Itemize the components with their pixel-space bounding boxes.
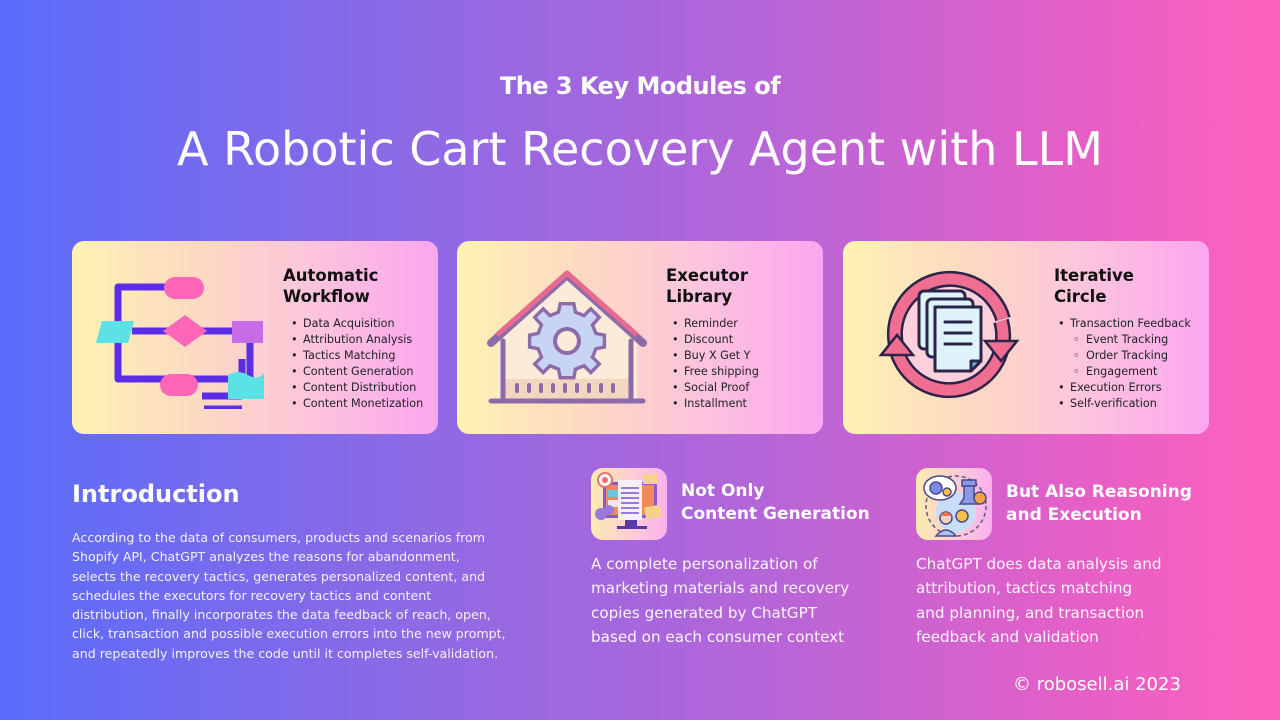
slide-title: A Robotic Cart Recovery Agent with LLM xyxy=(177,122,1103,176)
introduction-heading: Introduction xyxy=(72,480,240,508)
feature-description: A complete personalization of marketing … xyxy=(591,555,850,646)
module-item-list: Reminder Discount Buy X Get Y Free shipp… xyxy=(672,316,759,412)
module-card-executor-library: Executor Library Reminder Discount Buy X… xyxy=(457,241,823,434)
list-item: Reminder xyxy=(672,316,759,332)
list-subitem: Engagement xyxy=(1058,364,1191,380)
list-item: Installment xyxy=(672,396,759,412)
list-item: Buy X Get Y xyxy=(672,348,759,364)
module-item-list: Transaction Feedback Event Tracking Orde… xyxy=(1058,316,1191,412)
feature-description: ChatGPT does data analysis and attributi… xyxy=(916,555,1162,646)
content-generation-icon xyxy=(591,468,667,540)
slide-subtitle: The 3 Key Modules of xyxy=(499,72,781,100)
flowchart-icon xyxy=(92,269,272,413)
list-item: Discount xyxy=(672,332,759,348)
cycle-documents-icon xyxy=(863,269,1043,409)
module-card-automatic-workflow: Automatic Workflow Data Acquisition Attr… xyxy=(72,241,438,434)
feature-title: But Also Reasoning and Execution xyxy=(1006,482,1192,525)
feature-title: Not Only Content Generation xyxy=(681,481,870,524)
list-item: Data Acquisition xyxy=(291,316,423,332)
list-item: Content Distribution xyxy=(291,380,423,396)
list-item: Self-verification xyxy=(1058,396,1191,412)
introduction-body: According to the data of consumers, prod… xyxy=(72,530,506,661)
list-item: Transaction Feedback xyxy=(1058,316,1191,332)
module-title: Executor Library xyxy=(666,266,748,306)
list-subitem: Event Tracking xyxy=(1058,332,1191,348)
list-item: Tactics Matching xyxy=(291,348,423,364)
module-title: Iterative Circle xyxy=(1054,266,1134,306)
module-item-list: Data Acquisition Attribution Analysis Ta… xyxy=(291,316,423,412)
list-item: Social Proof xyxy=(672,380,759,396)
list-item: Content Monetization xyxy=(291,396,423,412)
list-item: Free shipping xyxy=(672,364,759,380)
list-subitem: Order Tracking xyxy=(1058,348,1191,364)
list-item: Content Generation xyxy=(291,364,423,380)
reasoning-execution-icon xyxy=(916,468,992,540)
module-title: Automatic Workflow xyxy=(283,266,379,306)
list-item: Attribution Analysis xyxy=(291,332,423,348)
module-card-iterative-circle: Iterative Circle Transaction Feedback Ev… xyxy=(843,241,1209,434)
house-gear-icon xyxy=(477,269,657,409)
copyright-footer: © robosell.ai 2023 xyxy=(1013,674,1181,695)
list-item: Execution Errors xyxy=(1058,380,1191,396)
